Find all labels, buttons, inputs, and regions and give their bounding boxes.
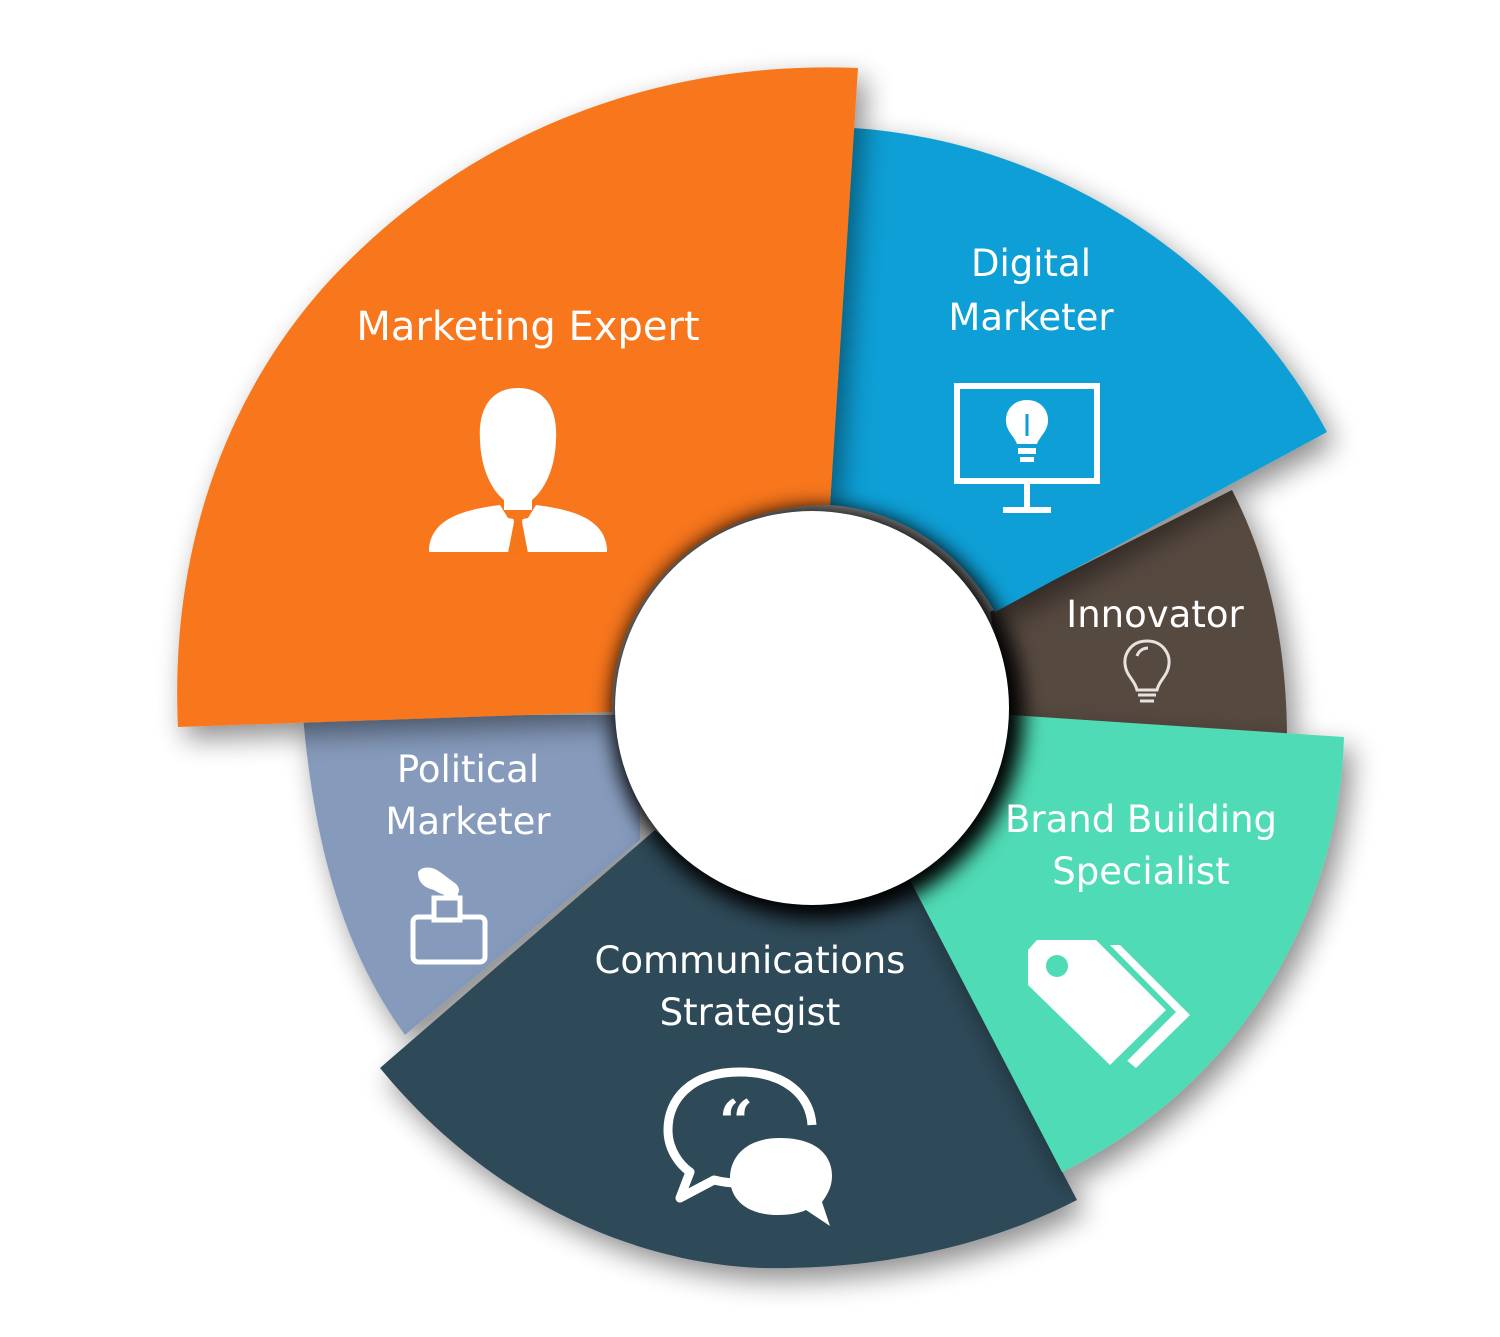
segment-communications-strategist bbox=[380, 830, 1077, 1269]
ballot-box-icon bbox=[410, 867, 488, 965]
label-marketing-expert: Marketing Expert bbox=[356, 304, 699, 350]
speech-bubbles-icon: “ bbox=[663, 1067, 832, 1226]
quote-mark-glyph: “ bbox=[719, 1088, 754, 1158]
businessman-icon bbox=[429, 388, 607, 556]
segment-political-marketer bbox=[303, 715, 640, 1035]
lightbulb-icon bbox=[1123, 639, 1171, 703]
label-communications-line1: Communications bbox=[595, 939, 906, 982]
price-tags-icon bbox=[1028, 940, 1190, 1068]
center-hole bbox=[615, 511, 1009, 905]
label-political-line2: Marketer bbox=[385, 800, 551, 843]
label-innovator: Innovator bbox=[1066, 593, 1244, 636]
label-digital-marketer-line1: Digital bbox=[971, 242, 1091, 285]
segment-digital-marketer bbox=[830, 128, 1327, 612]
segment-brand-building-specialist bbox=[910, 715, 1344, 1172]
monitor-lightbulb-icon bbox=[954, 383, 1100, 513]
label-brand-building-line1: Brand Building bbox=[1005, 798, 1277, 841]
segment-innovator bbox=[990, 490, 1287, 734]
label-political-line1: Political bbox=[397, 748, 539, 791]
label-brand-building-line2: Specialist bbox=[1052, 850, 1229, 893]
label-digital-marketer-line2: Marketer bbox=[948, 296, 1114, 339]
label-communications-line2: Strategist bbox=[660, 991, 841, 1034]
